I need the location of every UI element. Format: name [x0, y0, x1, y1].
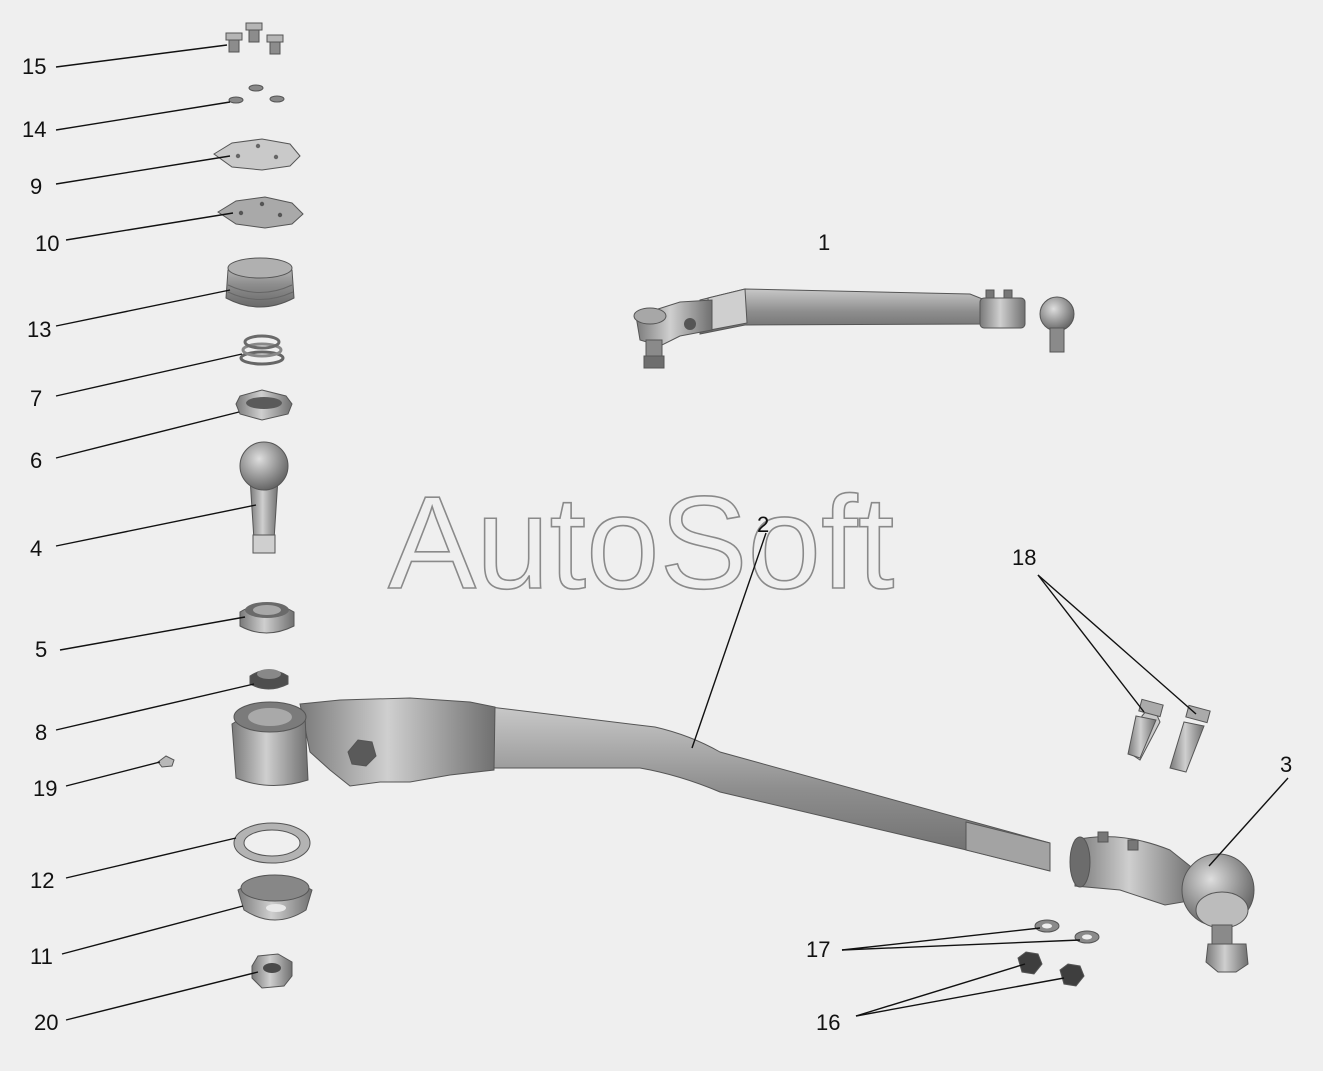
callout-14: 14: [22, 117, 46, 142]
part-2-tie-rod: [231, 697, 1051, 872]
callout-5: 5: [35, 637, 47, 662]
callout-8: 8: [35, 720, 47, 745]
callout-20: 20: [34, 1010, 58, 1035]
part-5-ring-nut: [239, 602, 295, 634]
callout-2: 2: [757, 512, 769, 537]
watermark: AutoSoft: [388, 469, 894, 616]
callout-12: 12: [30, 868, 54, 893]
callout-17: 17: [806, 937, 830, 962]
callout-6: 6: [30, 448, 42, 473]
leader-lines: [55, 44, 1289, 1021]
part-19-grease-fitting: [157, 755, 175, 768]
part-17-washers: [1034, 919, 1100, 944]
callout-labels: 15 14 9 10 13 7 6 4 5 8 19 12 11 20 1 2 …: [22, 54, 1292, 1035]
callout-15: 15: [22, 54, 46, 79]
callout-19: 19: [33, 776, 57, 801]
part-3-tie-rod-end: [1069, 831, 1255, 973]
callout-16: 16: [816, 1010, 840, 1035]
callout-7: 7: [30, 386, 42, 411]
callout-3: 3: [1280, 752, 1292, 777]
callout-9: 9: [30, 174, 42, 199]
part-16-nuts: [1017, 951, 1085, 987]
callout-4: 4: [30, 536, 42, 561]
callout-13: 13: [27, 317, 51, 342]
part-11-cup: [237, 874, 313, 921]
callout-10: 10: [35, 231, 59, 256]
part-14-washers: [228, 84, 285, 104]
part-20-castle-nut: [251, 953, 293, 989]
callout-18: 18: [1012, 545, 1036, 570]
part-9-cover-plate: [213, 138, 301, 171]
callout-1: 1: [818, 230, 830, 255]
part-18-bolts: [1127, 698, 1211, 773]
part-1-tie-rod-assembly: [633, 288, 1075, 369]
part-4-ball-pin: [239, 441, 289, 554]
part-15-bolts: [225, 22, 284, 55]
part-7-spring: [239, 334, 285, 366]
part-13-boot: [225, 257, 295, 308]
part-12-washer: [233, 822, 311, 864]
callout-11: 11: [30, 944, 53, 969]
part-10-gasket: [217, 196, 304, 229]
part-6-ring-nut: [235, 389, 293, 421]
part-8-bushing: [249, 669, 289, 690]
